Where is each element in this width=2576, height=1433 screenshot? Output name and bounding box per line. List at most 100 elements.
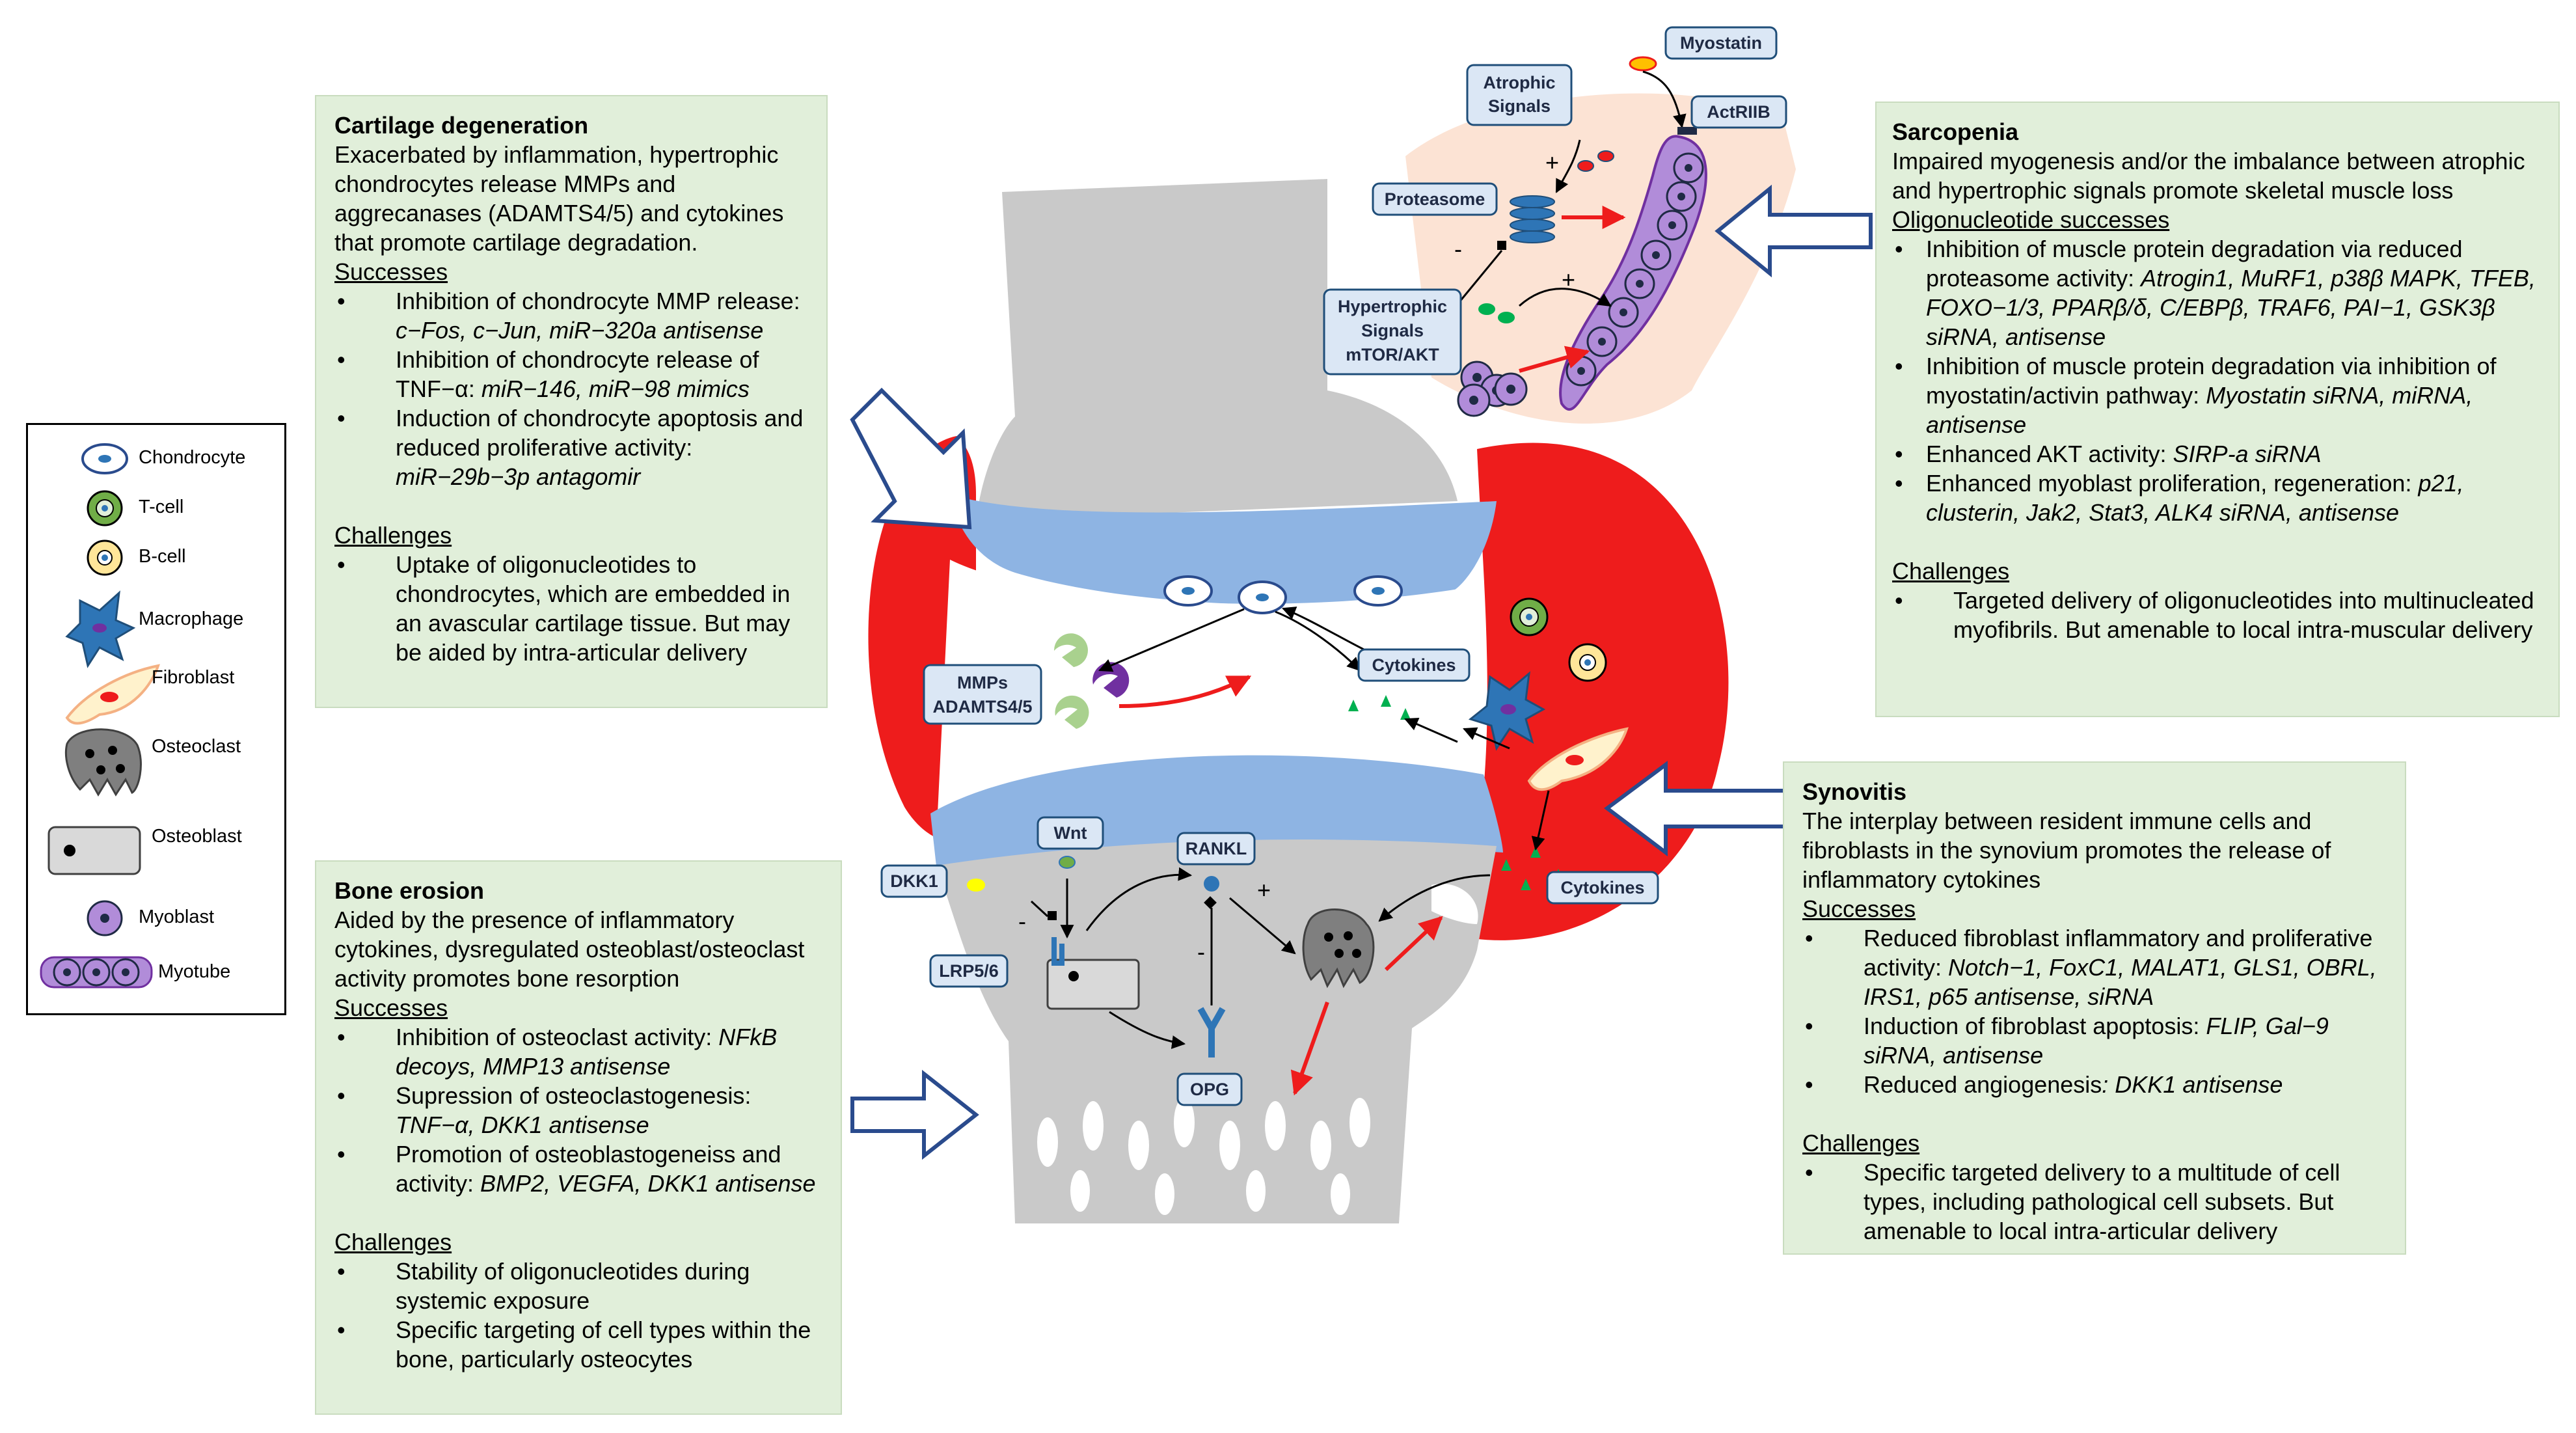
label-boxes bbox=[880, 26, 1787, 1106]
plus-sign: + bbox=[1562, 266, 1575, 293]
item-text: Inhibition of chondrocyte MMP release: bbox=[396, 288, 800, 314]
myotube-icon bbox=[40, 956, 153, 989]
dkk1-box bbox=[880, 864, 948, 898]
proteasome-label: Proteasome bbox=[1385, 189, 1485, 209]
dkk1-ligand bbox=[967, 879, 985, 892]
proteasome-inhibit-end bbox=[1497, 241, 1506, 250]
lrp-label: LRP5/6 bbox=[939, 961, 999, 981]
legend-label-macrophage: Macrophage bbox=[139, 608, 244, 629]
item-agents: SIRP-a siRNA bbox=[2173, 441, 2322, 467]
successes-heading: Successes bbox=[1802, 895, 1916, 922]
dkk1-label: DKK1 bbox=[890, 871, 938, 891]
item-text: Uptake of oligonucleotides to chondrocyt… bbox=[396, 551, 791, 666]
challenge-item: Specific targeting of cell types within … bbox=[334, 1315, 822, 1374]
minus-sign: - bbox=[1454, 236, 1462, 262]
rankl-ligand bbox=[1204, 876, 1219, 892]
mmps-label: MMPs bbox=[957, 673, 1008, 692]
item-text: Specific targeted delivery to a multitud… bbox=[1864, 1159, 2340, 1244]
item-text: Enhanced myoblast proliferation, regener… bbox=[1926, 470, 2419, 497]
myoblast-icon bbox=[87, 900, 123, 936]
challenge-item: Stability of oligonucleotides during sys… bbox=[334, 1257, 822, 1315]
opg-inhibit-end bbox=[1204, 896, 1217, 909]
legend-icons bbox=[40, 443, 160, 989]
item-text: Inhibition of muscle protein degradation… bbox=[1926, 353, 2497, 409]
osteoblast-icon bbox=[47, 826, 141, 875]
item-text: Induction of chondrocyte apoptosis and r… bbox=[396, 405, 804, 461]
hypertrophic-box bbox=[1323, 288, 1462, 375]
muscle-red-arrows bbox=[1519, 206, 1626, 373]
success-item: Reduced angiogenesis: DKK1 antisense bbox=[1802, 1070, 2387, 1099]
successes-heading: Oligonucleotide successes bbox=[1892, 206, 2170, 233]
success-item: Reduced fibroblast inflammatory and prol… bbox=[1802, 923, 2387, 1011]
legend-label-t-cell: T-cell bbox=[139, 497, 184, 517]
wnt-ligand bbox=[1059, 856, 1076, 869]
legend-label-osteoblast: Osteoblast bbox=[152, 826, 242, 847]
item-agents: FLIP, Gal−9 siRNA, antisense bbox=[1864, 1013, 2329, 1069]
b-cell bbox=[1568, 643, 1607, 682]
opg-receptor bbox=[1197, 1007, 1226, 1058]
atrophic-label: Atrophic bbox=[1484, 73, 1556, 92]
b-cell-icon bbox=[87, 539, 123, 576]
opg-label: OPG bbox=[1190, 1080, 1229, 1099]
challenge-item: Uptake of oligonucleotides to chondrocyt… bbox=[334, 550, 808, 667]
osteoclast-cell bbox=[1302, 908, 1375, 989]
adamts-label: ADAMTS4/5 bbox=[932, 697, 1032, 716]
actriib-box bbox=[1690, 95, 1787, 129]
t-cell bbox=[1510, 597, 1549, 636]
actriib-receptor bbox=[1677, 127, 1697, 135]
success-item: Inhibition of osteoclast activity: NFkB … bbox=[334, 1022, 822, 1081]
atrophic-signal-dot bbox=[1577, 160, 1594, 172]
box-description: The interplay between resident immune ce… bbox=[1802, 808, 2331, 893]
success-item: Inhibition of muscle protein degradation… bbox=[1892, 234, 2540, 351]
box-description: Impaired myogenesis and/or the imbalance… bbox=[1892, 148, 2525, 204]
box-title: Sarcopenia bbox=[1892, 118, 2019, 145]
cytokines-right-label: Cytokines bbox=[1560, 878, 1644, 897]
item-text: Specific targeting of cell types within … bbox=[396, 1317, 811, 1372]
item-agents: miR−29b−3p antagomir bbox=[396, 463, 641, 490]
macrophage bbox=[1468, 671, 1546, 751]
sarcopenia-box: Sarcopenia Impaired myogenesis and/or th… bbox=[1875, 102, 2560, 717]
upper-cartilage bbox=[950, 495, 1497, 605]
atrophic-signals-label: Signals bbox=[1488, 96, 1551, 116]
challenges-list: Specific targeted delivery to a multitud… bbox=[1802, 1158, 2387, 1246]
arrow-to-cartilage bbox=[850, 387, 972, 530]
challenges-list: Stability of oligonucleotides during sys… bbox=[334, 1257, 822, 1374]
bone-pores bbox=[1037, 1098, 1370, 1215]
arrow-to-bone bbox=[850, 1069, 979, 1160]
item-text: Promotion of osteoblastogeneiss and acti… bbox=[396, 1141, 781, 1197]
erosion-notch bbox=[1431, 884, 1478, 924]
success-item: Induction of chondrocyte apoptosis and r… bbox=[334, 403, 808, 491]
arrow-to-muscle bbox=[1715, 184, 1873, 278]
successes-heading: Successes bbox=[334, 258, 448, 285]
item-agents: TNF−α, DKK1 antisense bbox=[396, 1112, 649, 1138]
osteoblast-cell bbox=[1046, 937, 1140, 1010]
successes-list: Inhibition of chondrocyte MMP release: c… bbox=[334, 286, 808, 491]
item-text: Targeted delivery of oligonucleotides in… bbox=[1953, 587, 2534, 643]
myotube bbox=[1559, 135, 1707, 411]
item-agents: p21, clusterin, Jak2, Stat3, ALK4 siRNA,… bbox=[1926, 470, 2464, 526]
box-description: Exacerbated by inflammation, hypertrophi… bbox=[334, 141, 784, 256]
fibroblast bbox=[1527, 727, 1629, 791]
item-agents: c−Fos, c−Jun, miR−320a antisense bbox=[396, 317, 764, 344]
t-cell-icon bbox=[87, 490, 123, 526]
item-agents: Atrogin1, MuRF1, p38β MAPK, TFEB, FOXO−1… bbox=[1926, 265, 2536, 350]
success-item: Promotion of osteoblastogeneiss and acti… bbox=[334, 1140, 822, 1198]
box-description: Aided by the presence of inflammatory cy… bbox=[334, 907, 805, 992]
minus-sign: - bbox=[1018, 908, 1026, 935]
mtor-akt-label: mTOR/AKT bbox=[1346, 345, 1439, 364]
myostatin-ligand bbox=[1629, 56, 1657, 72]
synovitis-box: Synovitis The interplay between resident… bbox=[1783, 761, 2406, 1255]
osteoclast-icon bbox=[64, 728, 142, 797]
legend: Chondrocyte T-cell B-cell Macrophage Fib… bbox=[26, 423, 286, 1015]
plus-sign: + bbox=[1545, 149, 1559, 176]
challenge-item: Specific targeted delivery to a multitud… bbox=[1802, 1158, 2387, 1246]
item-text: Inhibition of osteoclast activity: bbox=[396, 1024, 719, 1050]
proteasome-box bbox=[1372, 182, 1498, 216]
plus-sign: + bbox=[1257, 877, 1271, 903]
item-text: Reduced fibroblast inflammatory and prol… bbox=[1864, 925, 2373, 981]
success-item: Inhibition of muscle protein degradation… bbox=[1892, 351, 2540, 439]
myostatin-label: Myostatin bbox=[1680, 33, 1762, 53]
arrow-to-synovium bbox=[1603, 761, 1798, 857]
atrophic-signal-dot bbox=[1597, 150, 1614, 162]
